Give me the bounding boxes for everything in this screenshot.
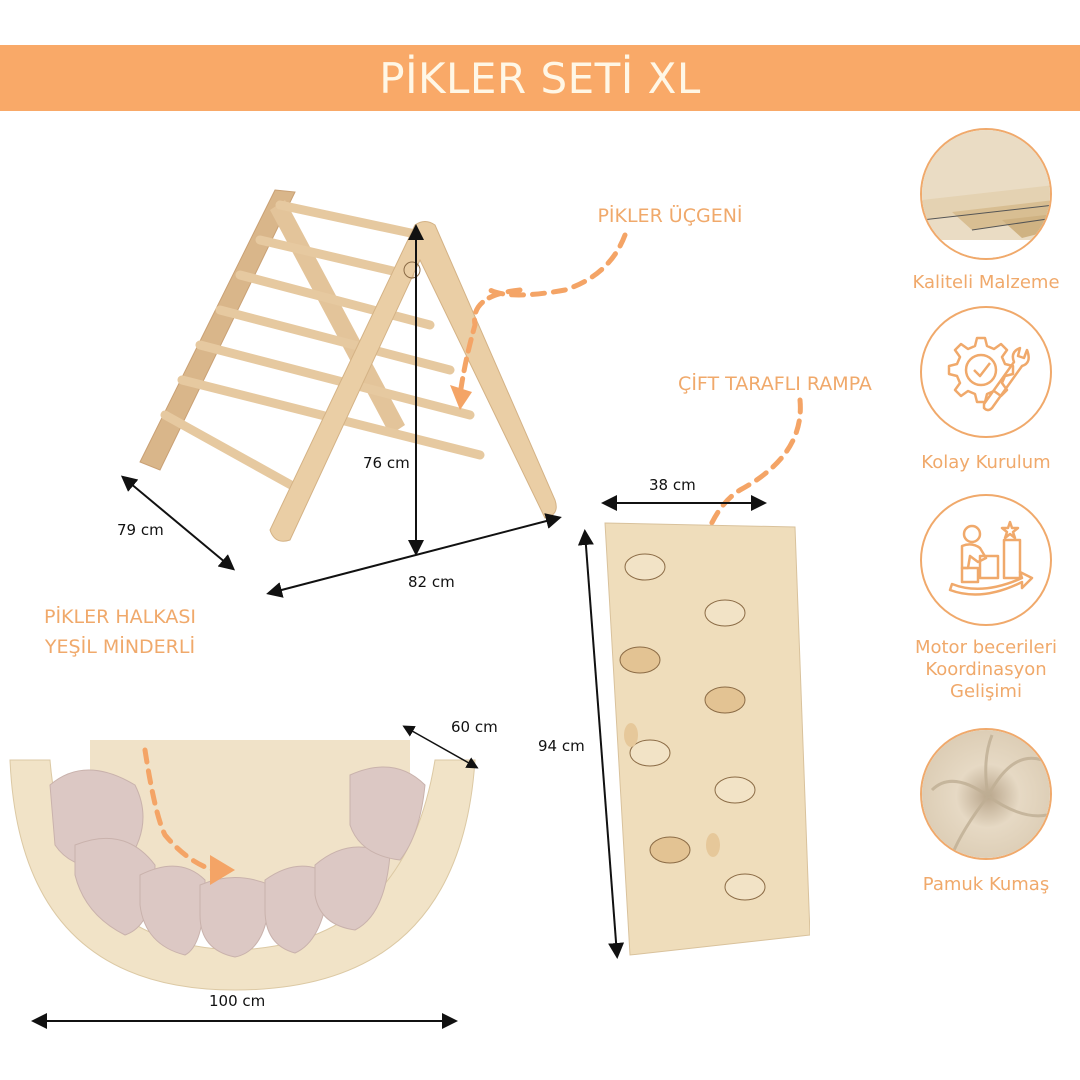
arch-label-line1: PİKLER HALKASI: [43, 606, 196, 628]
page-title: PİKLER SETİ XL: [379, 53, 701, 103]
pikler-arch-cushion-image: [9, 740, 476, 991]
feature-label-cotton: Pamuk Kumaş: [922, 874, 1050, 895]
child-climbing-steps-icon: [948, 520, 1034, 596]
feature-label-quality: Kaliteli Malzeme: [912, 272, 1060, 293]
title-banner: PİKLER SETİ XL: [0, 45, 1080, 111]
arch-dimension-lines: [31, 725, 479, 1029]
ramp-length-dimension: 94 cm: [538, 737, 585, 755]
triangle-height-dimension: 76 cm: [363, 454, 410, 472]
gear-wrench-icon: [947, 336, 1030, 412]
feature-label-easy-setup: Kolay Kurulum: [921, 452, 1051, 473]
triangle-width-dimension: 82 cm: [408, 573, 455, 591]
feature-label-motor-line3: Gelişimi: [950, 681, 1022, 702]
easy-setup-badge: [920, 306, 1052, 438]
ramp-width-dimension: 38 cm: [649, 476, 696, 494]
triangle-dimension-lines: [120, 224, 562, 598]
ramp-label: ÇİFT TARAFLI RAMPA: [678, 373, 872, 395]
arch-width-dimension: 100 cm: [209, 992, 266, 1010]
triangle-depth-dimension: 79 cm: [117, 521, 164, 539]
arch-label-line2: YEŞİL MİNDERLİ: [44, 636, 196, 658]
arch-depth-dimension: 60 cm: [451, 718, 498, 736]
cotton-fabric-icon: [922, 730, 1050, 858]
triangle-label: PİKLER ÜÇGENİ: [597, 205, 743, 227]
quality-material-badge: [920, 128, 1052, 260]
feature-label-motor-line2: Koordinasyon: [925, 659, 1047, 680]
double-sided-ramp-image: [604, 522, 810, 956]
ramp-dimension-lines: [577, 495, 767, 959]
triangle-callout-arrow: [487, 232, 628, 298]
plywood-sheets-icon: [922, 130, 1050, 258]
cotton-fabric-badge: [920, 728, 1052, 860]
motor-skills-badge: [920, 494, 1052, 626]
feature-label-motor-line1: Motor becerileri: [914, 637, 1058, 658]
